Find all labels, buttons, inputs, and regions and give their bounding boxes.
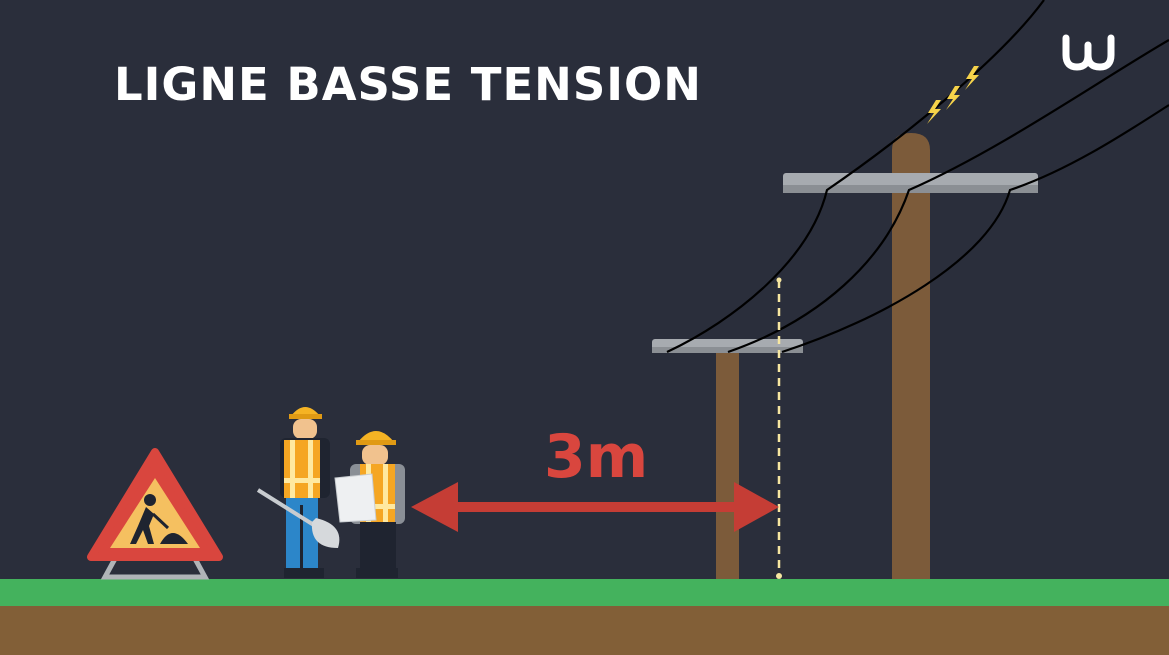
worker-with-plans xyxy=(334,431,405,578)
soil xyxy=(0,605,1169,655)
grass xyxy=(0,579,1169,606)
worker-with-shovel xyxy=(256,407,340,578)
page-title: LIGNE BASSE TENSION xyxy=(114,58,702,111)
large-utility-pole xyxy=(783,133,1038,579)
distance-arrow xyxy=(411,482,779,532)
distance-label: 3m xyxy=(544,422,649,492)
roadwork-warning-sign-icon xyxy=(87,448,223,580)
small-utility-pole xyxy=(652,339,803,579)
w-logo-icon xyxy=(1062,34,1115,71)
power-lines xyxy=(666,0,1169,354)
electric-spark-icon xyxy=(927,66,979,124)
